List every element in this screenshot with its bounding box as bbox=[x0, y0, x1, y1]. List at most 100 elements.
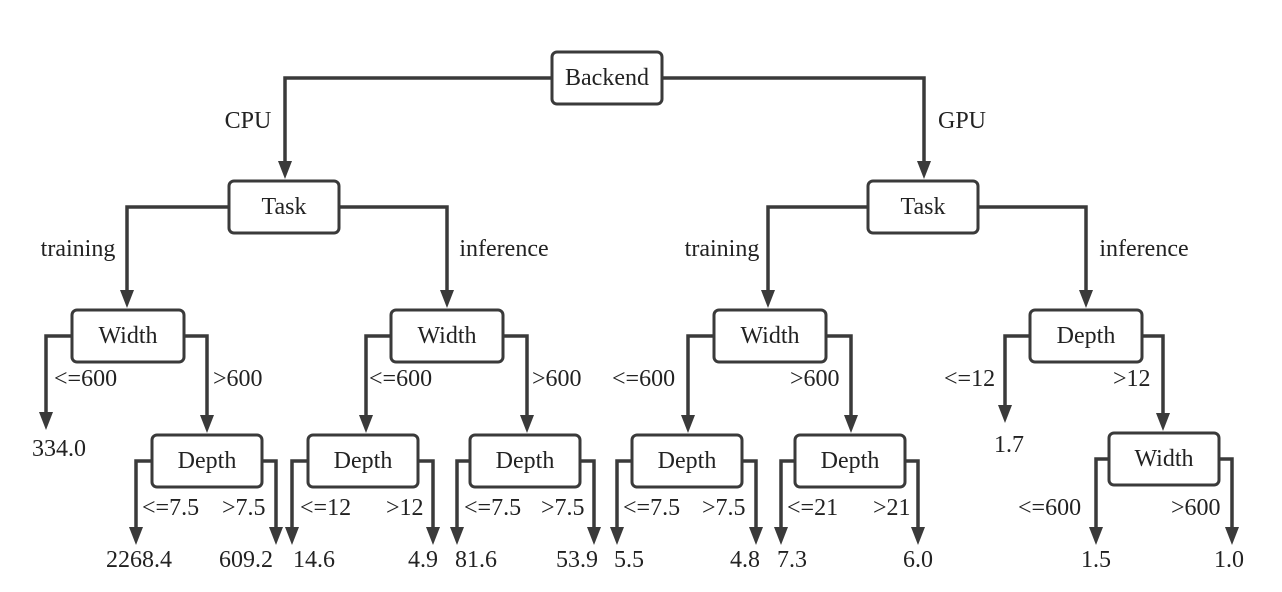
arrow-head-icon bbox=[1079, 290, 1093, 308]
edge-label: <=600 bbox=[1018, 495, 1081, 521]
edge-label: >600 bbox=[213, 366, 263, 392]
arrow-head-icon bbox=[426, 527, 440, 545]
tree-node-depth: Depth bbox=[306, 433, 420, 489]
arrow-head-icon bbox=[998, 405, 1012, 423]
arrow-head-icon bbox=[681, 415, 695, 433]
edge-label: >7.5 bbox=[222, 495, 266, 521]
edge-label: >7.5 bbox=[541, 495, 585, 521]
edge-label: <=7.5 bbox=[142, 495, 199, 521]
tree-node-width: Width bbox=[1107, 431, 1221, 487]
node-box bbox=[1028, 308, 1144, 364]
node-label: Depth bbox=[334, 448, 393, 474]
node-label: Width bbox=[417, 323, 476, 349]
edge-line-e_d6_le bbox=[779, 459, 795, 531]
edge-label: >600 bbox=[1171, 495, 1221, 521]
arrow-head-icon bbox=[761, 290, 775, 308]
node-box bbox=[550, 50, 664, 106]
edge-line-e_d6_gt bbox=[905, 459, 920, 531]
edge-line-e_gpu_inf bbox=[978, 205, 1088, 294]
edge-line-e_d1_le bbox=[134, 459, 152, 531]
edge-label: <=7.5 bbox=[464, 495, 521, 521]
edge-line-e_w4_le bbox=[1094, 457, 1109, 531]
node-label: Task bbox=[262, 194, 307, 220]
edge-label: >12 bbox=[386, 495, 424, 521]
edge-label: <=600 bbox=[369, 366, 432, 392]
tree-node-width: Width bbox=[70, 308, 186, 364]
arrow-head-icon bbox=[359, 415, 373, 433]
leaf-value: 5.5 bbox=[614, 547, 644, 573]
arrow-head-icon bbox=[610, 527, 624, 545]
leaf-value: 1.7 bbox=[994, 432, 1024, 458]
leaf-value: 4.8 bbox=[730, 547, 760, 573]
edge-line-e_w3_gt bbox=[826, 334, 853, 419]
node-label: Depth bbox=[821, 448, 880, 474]
edge-line-e_d2_gt bbox=[418, 459, 435, 531]
arrow-head-icon bbox=[520, 415, 534, 433]
arrow-head-icon bbox=[774, 527, 788, 545]
edge-label: <=12 bbox=[300, 495, 351, 521]
edge-line-e_gpu bbox=[662, 76, 926, 165]
edge-label: >12 bbox=[1113, 366, 1151, 392]
edge-label: inference bbox=[459, 236, 548, 262]
edge-line-e_d4_le bbox=[1003, 334, 1030, 409]
node-box bbox=[70, 308, 186, 364]
edge-line-e_d5_le bbox=[615, 459, 632, 531]
tree-node-backend: Backend bbox=[550, 50, 664, 106]
edge-label: <=7.5 bbox=[623, 495, 680, 521]
edge-label: >600 bbox=[532, 366, 582, 392]
edge-label: <=12 bbox=[944, 366, 995, 392]
node-label: Backend bbox=[565, 65, 649, 91]
arrow-head-icon bbox=[1225, 527, 1239, 545]
edge-label: CPU bbox=[225, 108, 272, 134]
node-box bbox=[866, 179, 980, 235]
arrow-head-icon bbox=[39, 412, 53, 430]
arrow-head-icon bbox=[278, 161, 292, 179]
arrow-head-icon bbox=[129, 527, 143, 545]
edge-line-e_gpu_train bbox=[766, 205, 868, 294]
leaf-value: 1.0 bbox=[1214, 547, 1244, 573]
tree-node-task: Task bbox=[227, 179, 341, 235]
arrow-head-icon bbox=[200, 415, 214, 433]
arrow-head-icon bbox=[440, 290, 454, 308]
arrow-head-icon bbox=[911, 527, 925, 545]
leaf-value: 4.9 bbox=[408, 547, 438, 573]
node-label: Depth bbox=[658, 448, 717, 474]
node-label: Depth bbox=[178, 448, 237, 474]
edge-label: >7.5 bbox=[702, 495, 746, 521]
edge-line-e_w1_le bbox=[44, 334, 72, 416]
edge-label: <=600 bbox=[54, 366, 117, 392]
tree-node-depth: Depth bbox=[630, 433, 744, 489]
node-box bbox=[306, 433, 420, 489]
tree-node-width: Width bbox=[389, 308, 505, 364]
tree-node-depth: Depth bbox=[468, 433, 582, 489]
arrow-head-icon bbox=[749, 527, 763, 545]
node-label: Width bbox=[98, 323, 157, 349]
edge-line-e_d5_gt bbox=[742, 459, 758, 531]
edge-line-e_d3_le bbox=[455, 459, 470, 531]
edge-line-e_w3_le bbox=[686, 334, 714, 419]
edge-label: <=21 bbox=[787, 495, 838, 521]
tree-node-width: Width bbox=[712, 308, 828, 364]
edge-line-e_d3_gt bbox=[580, 459, 596, 531]
node-label: Width bbox=[740, 323, 799, 349]
arrow-head-icon bbox=[917, 161, 931, 179]
edge-label: <=600 bbox=[612, 366, 675, 392]
arrow-head-icon bbox=[450, 527, 464, 545]
edge-line-e_w2_gt bbox=[503, 334, 529, 419]
edge-label: >600 bbox=[790, 366, 840, 392]
leaf-value: 7.3 bbox=[777, 547, 807, 573]
tree-node-depth: Depth bbox=[793, 433, 907, 489]
node-box bbox=[227, 179, 341, 235]
leaf-value: 53.9 bbox=[556, 547, 598, 573]
edge-line-e_d4_gt bbox=[1142, 334, 1165, 417]
tree-node-depth: Depth bbox=[1028, 308, 1144, 364]
leaf-value: 6.0 bbox=[903, 547, 933, 573]
node-box bbox=[389, 308, 505, 364]
node-box bbox=[1107, 431, 1221, 487]
edge-line-e_w4_gt bbox=[1219, 457, 1234, 531]
arrow-head-icon bbox=[285, 527, 299, 545]
leaf-value: 81.6 bbox=[455, 547, 497, 573]
edge-line-e_d2_le bbox=[290, 459, 308, 531]
leaf-value: 14.6 bbox=[293, 547, 335, 573]
